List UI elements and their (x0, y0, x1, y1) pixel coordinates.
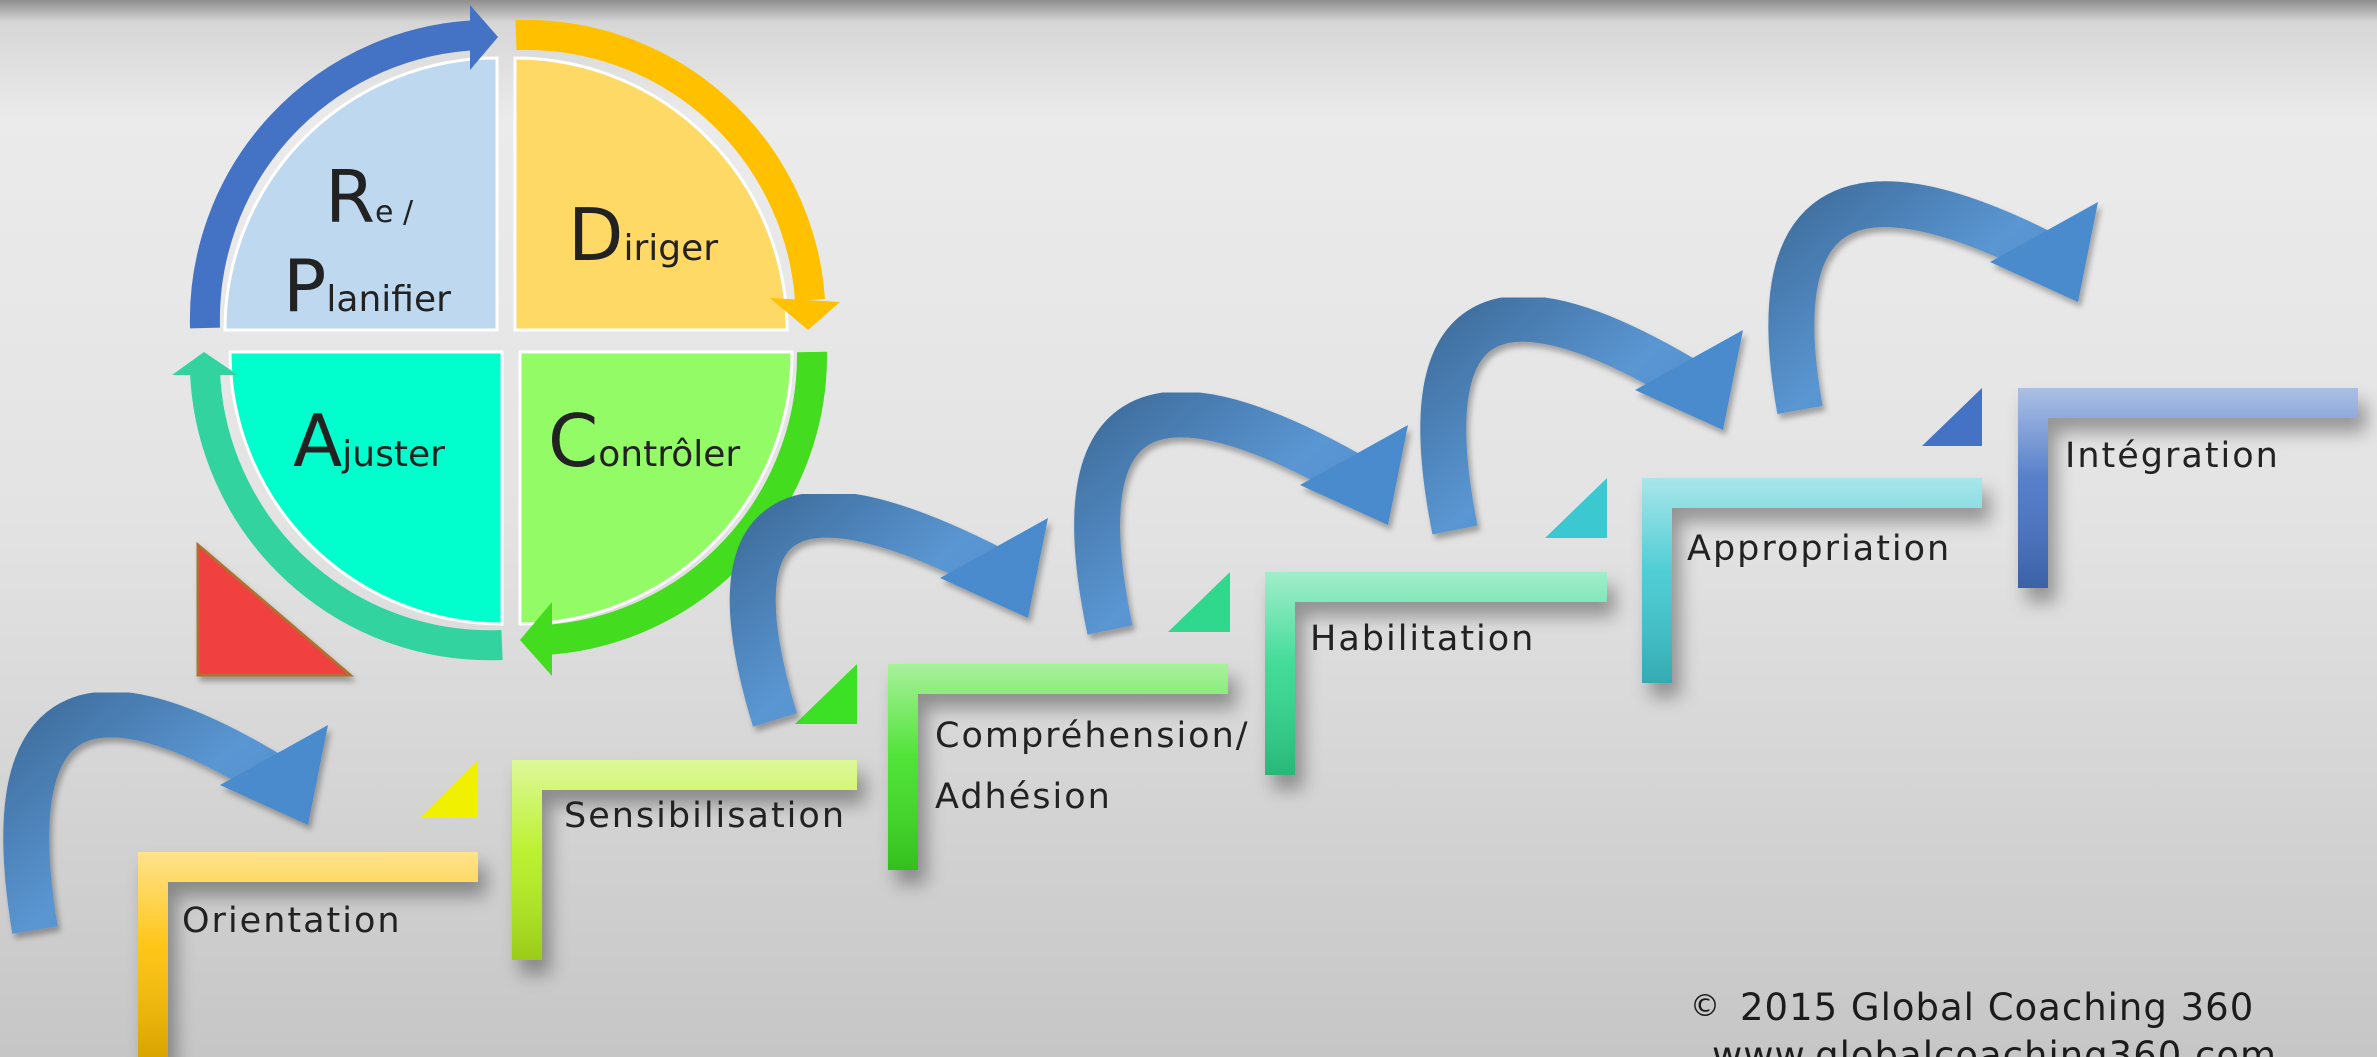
step-corner-triangle-yellow (420, 760, 478, 818)
step-label-orientation: Orientation (182, 901, 402, 941)
jump-arrow-4 (1420, 295, 1743, 535)
jump-arrow-1 (3, 691, 328, 934)
step-label-appropriation: Appropriation (1687, 529, 1951, 569)
step-label-comprehension-line2: Adhésion (935, 777, 1112, 817)
step-label-sensibilisation: Sensibilisation (564, 796, 846, 836)
cycle-arrowhead-controler (520, 602, 552, 676)
cycle-arrowhead-diriger (770, 298, 840, 330)
step-sensibilisation (512, 664, 857, 960)
jump-arrow-2 (729, 491, 1048, 727)
step-gloss-habilitation (1265, 572, 1607, 775)
step-shape-orientation (138, 852, 478, 1057)
jump-arrowhead-4 (1635, 330, 1743, 430)
jump-arrow-body-4 (1420, 295, 1697, 535)
quadrant-label-planifier-line1: Re / (325, 155, 414, 239)
quadrant-ajuster (228, 350, 504, 626)
footer: © 2015 Global Coaching 360 www.globalcoa… (1690, 986, 2277, 1057)
step-gloss-orientation (138, 852, 478, 1057)
step-label-comprehension-line1: Compréhension/ (935, 716, 1250, 756)
cycle-arrow-diriger (515, 19, 825, 302)
jump-arrows (3, 181, 2098, 934)
step-gloss-appropriation (1642, 478, 1982, 683)
step-corner-triangle-comprehension (795, 664, 857, 724)
step-gloss-sensibilisation (512, 760, 857, 960)
step-label-integration: Intégration (2065, 436, 2280, 476)
quadrant-planifier (223, 56, 499, 332)
step-shape-habilitation (1265, 572, 1607, 775)
jump-arrow-body-3 (1074, 391, 1362, 635)
jump-arrowhead-5 (1990, 202, 2098, 302)
cycle-arrow-controler (544, 351, 828, 655)
step-shape-comprehension (888, 664, 1228, 870)
quadrant-label-ajuster: Ajuster (293, 399, 445, 483)
website-text: www.globalcoaching360.com (1712, 1034, 2277, 1057)
copyright-symbol: © (1690, 989, 1721, 1024)
quadrant-label-diriger: Diriger (568, 193, 718, 277)
start-triangle (196, 541, 355, 677)
step-label-habilitation: Habilitation (1310, 619, 1535, 659)
step-corner-triangle-integration (1922, 388, 1982, 446)
step-corner-triangle-habilitation (1168, 572, 1230, 632)
cycle-arrowhead-planifier (470, 5, 498, 70)
cycle-arrow-planifier (189, 20, 481, 329)
copyright-text: 2015 Global Coaching 360 (1740, 986, 2254, 1029)
step-gloss-integration (2018, 388, 2358, 588)
step-integration (2018, 388, 2358, 588)
step-corner-triangle-appropriation (1545, 478, 1607, 538)
pdca-cycle: Re / Planifier Diriger Contrôler Ajuster (172, 5, 840, 676)
quadrant-diriger (513, 56, 789, 332)
step-appropriation (1642, 388, 1982, 683)
step-labels: Orientation Sensibilisation Compréhensio… (182, 436, 2280, 941)
step-gloss-comprehension (888, 664, 1228, 870)
jump-arrowhead-3 (1300, 425, 1408, 525)
jump-arrowhead-1 (220, 725, 328, 825)
quadrant-controler (518, 350, 794, 626)
quadrant-label-controler: Contrôler (548, 399, 740, 483)
jump-arrow-body-5 (1768, 181, 2051, 415)
step-shape-appropriation (1642, 478, 1982, 683)
jump-arrowhead-2 (940, 518, 1048, 618)
jump-arrow-body-2 (729, 491, 1001, 727)
step-comprehension (888, 572, 1230, 870)
step-habilitation (1265, 478, 1607, 775)
jump-arrow-5 (1768, 181, 2098, 415)
steps (138, 388, 2358, 1057)
jump-arrow-body-1 (3, 691, 282, 934)
quadrant-label-planifier-line2: Planifier (283, 244, 451, 328)
cycle-arrow-ajuster (190, 371, 503, 661)
cycle-arrowhead-ajuster (172, 352, 238, 375)
jump-arrow-3 (1074, 391, 1408, 635)
